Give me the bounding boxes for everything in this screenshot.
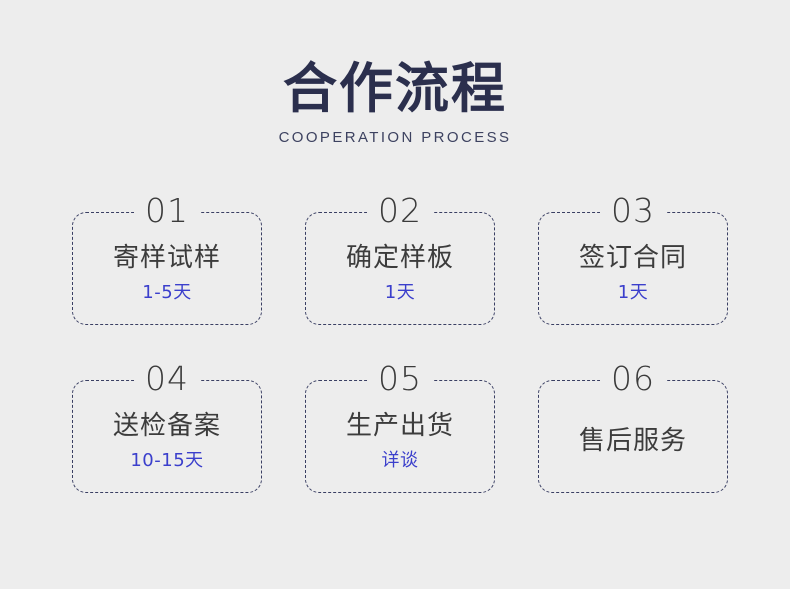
step-card-06: 06 售后服务: [538, 359, 728, 493]
step-card-05: 05 生产出货 详谈: [305, 359, 495, 493]
process-steps-grid: 01 寄样试样 1-5天 02 确定样板 1天 03 签订合同 1天 04 送检…: [72, 191, 728, 493]
page-title: 合作流程: [283, 57, 507, 120]
step-card-02: 02 确定样板 1天: [305, 191, 495, 325]
step-label-04: 送检备案: [112, 410, 221, 441]
step-duration-05: 详谈: [381, 449, 419, 471]
step-body-02: 确定样板 1天: [306, 234, 494, 304]
page-subtitle: COOPERATION PROCESS: [278, 129, 512, 146]
step-duration-03: 1天: [617, 281, 649, 303]
step-label-01: 寄样试样: [112, 242, 221, 273]
step-number-03: 03: [600, 191, 666, 231]
step-body-05: 生产出货 详谈: [306, 402, 494, 472]
step-number-04: 04: [134, 359, 200, 399]
step-body-04: 送检备案 10-15天: [73, 402, 261, 472]
step-card-01: 01 寄样试样 1-5天: [72, 191, 262, 325]
step-number-05: 05: [367, 359, 433, 399]
page-header: 合作流程 COOPERATION PROCESS: [0, 58, 790, 147]
step-body-06: 售后服务: [539, 415, 727, 458]
step-body-01: 寄样试样 1-5天: [73, 234, 261, 304]
step-body-03: 签订合同 1天: [539, 234, 727, 304]
step-label-03: 签订合同: [578, 242, 687, 273]
step-duration-04: 10-15天: [130, 449, 204, 471]
step-label-05: 生产出货: [345, 410, 454, 441]
step-number-02: 02: [367, 191, 433, 231]
step-number-06: 06: [600, 359, 666, 399]
step-card-04: 04 送检备案 10-15天: [72, 359, 262, 493]
step-number-01: 01: [134, 191, 200, 231]
step-duration-02: 1天: [384, 281, 416, 303]
step-duration-01: 1-5天: [142, 281, 192, 303]
step-label-02: 确定样板: [345, 242, 454, 273]
step-label-06: 售后服务: [578, 426, 687, 456]
step-card-03: 03 签订合同 1天: [538, 191, 728, 325]
